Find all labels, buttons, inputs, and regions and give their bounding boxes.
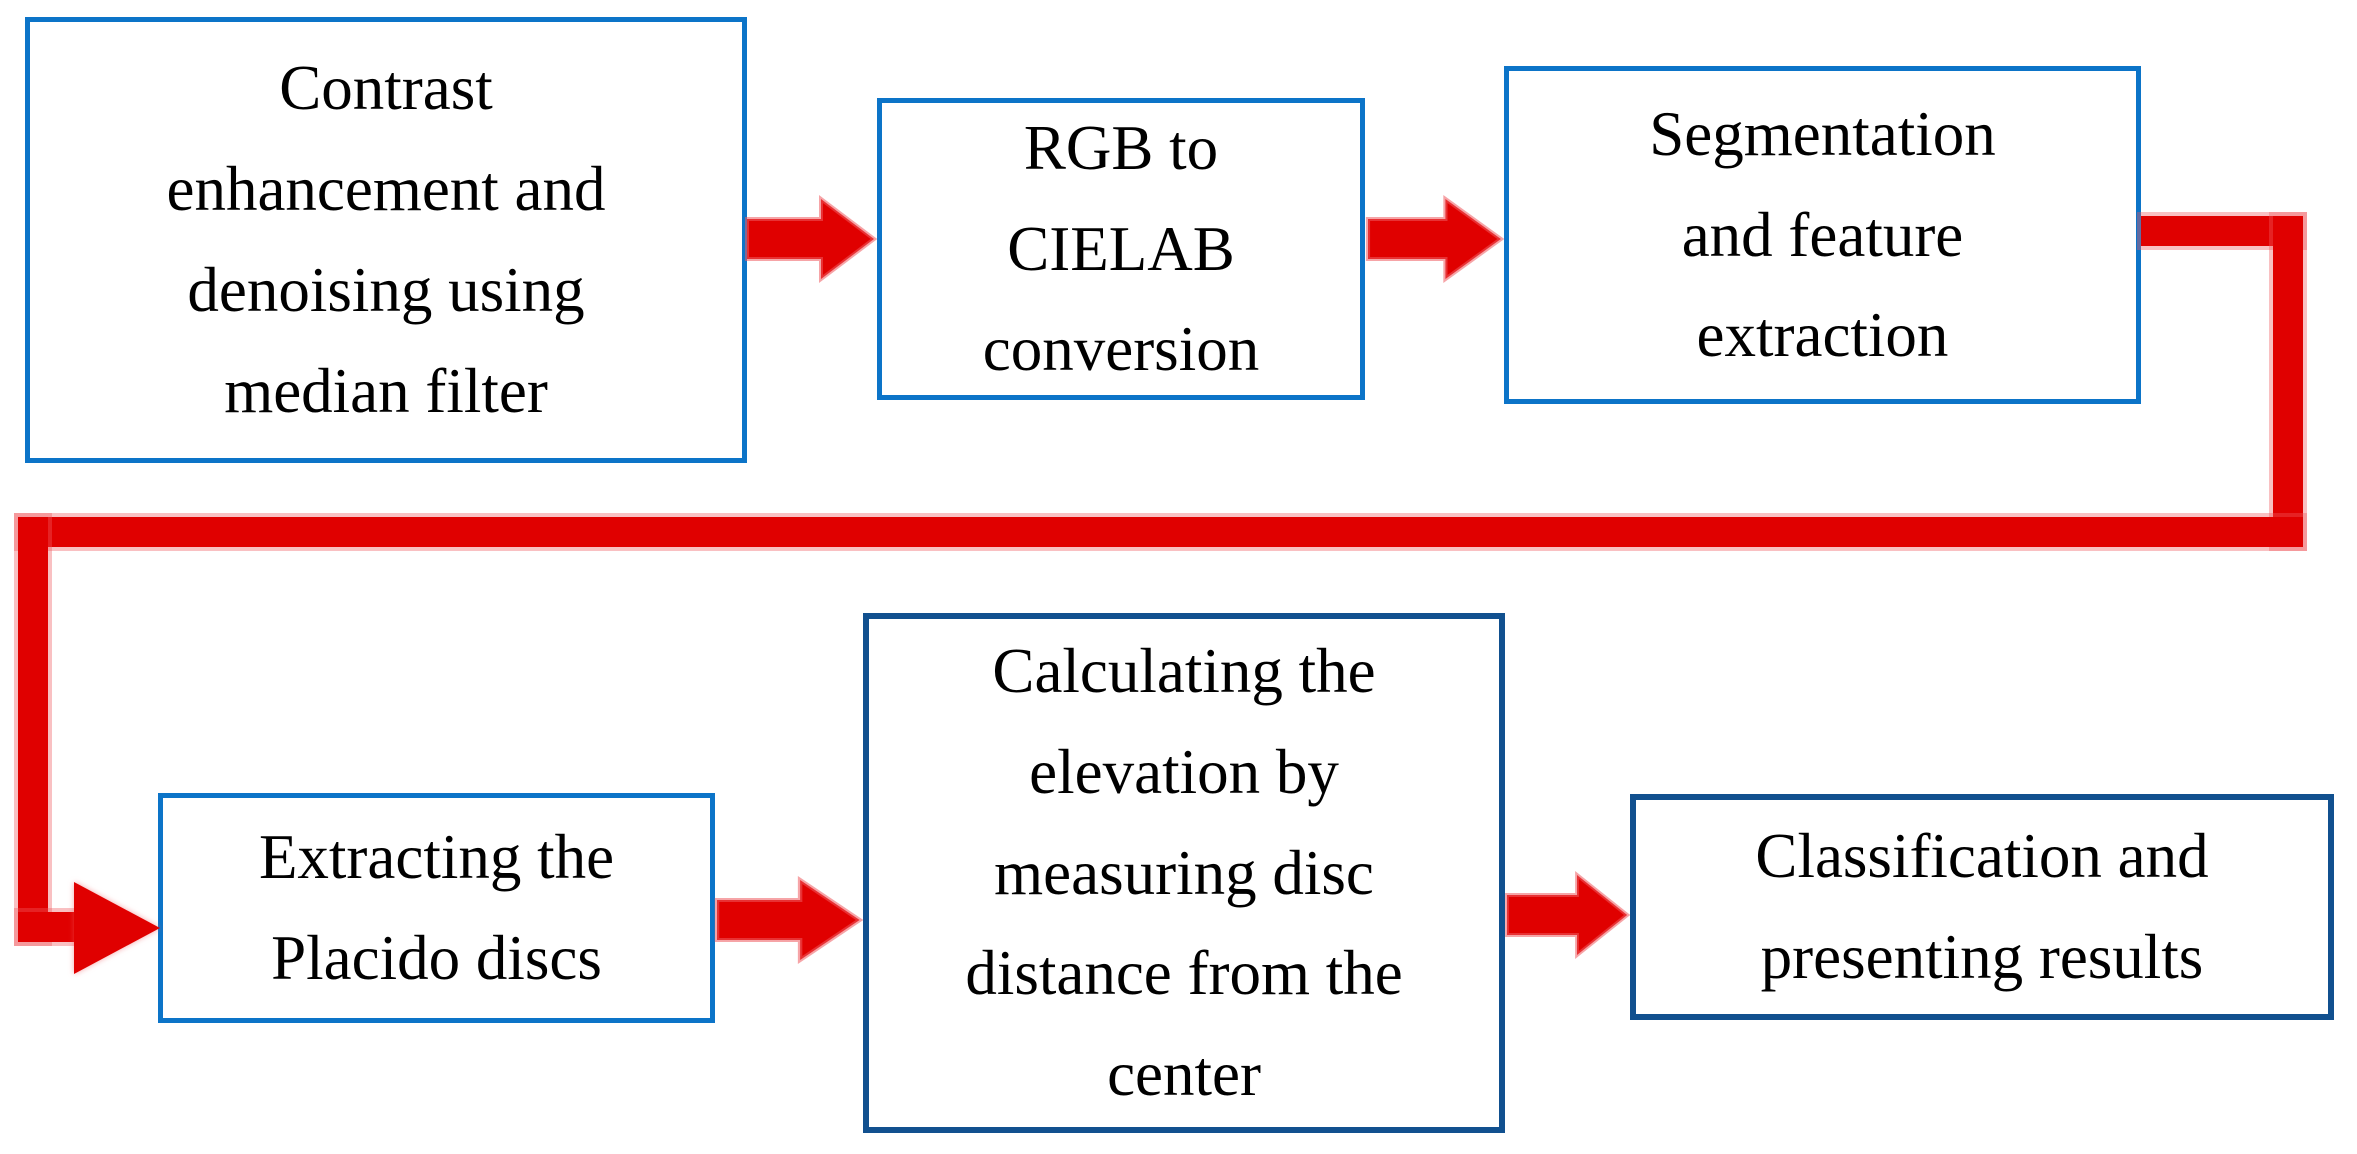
node-rgb-cielab: RGB to CIELAB conversion [877, 98, 1365, 400]
node-classification-label: Classification and presenting results [1755, 821, 2209, 992]
arrow-placido-to-elevation-icon [714, 875, 864, 965]
arrow-rgb-to-segmentation-icon [1365, 194, 1505, 284]
arrow-contrast-to-rgb-icon [745, 194, 878, 284]
feedback-line-left-vertical [18, 517, 48, 942]
node-elevation-calc-label: Calculating the elevation by measuring d… [965, 636, 1403, 1110]
node-elevation-calc: Calculating the elevation by measuring d… [863, 613, 1505, 1133]
feedback-arrowhead-icon [74, 882, 160, 974]
feedback-line-foot [18, 912, 76, 942]
node-contrast-denoise: Contrast enhancement and denoising using… [25, 17, 747, 463]
node-extract-placido: Extracting the Placido discs [158, 793, 715, 1023]
node-segmentation: Segmentation and feature extraction [1504, 66, 2141, 404]
node-classification: Classification and presenting results [1630, 794, 2334, 1020]
feedback-line-right-vertical [2273, 216, 2303, 547]
node-extract-placido-label: Extracting the Placido discs [258, 822, 615, 993]
arrow-elevation-to-classification-icon [1505, 870, 1631, 960]
node-rgb-cielab-label: RGB to CIELAB conversion [982, 112, 1260, 385]
node-contrast-denoise-label: Contrast enhancement and denoising using… [166, 53, 606, 426]
feedback-line-long-horizontal [18, 517, 2303, 547]
node-segmentation-label: Segmentation and feature extraction [1649, 98, 1996, 371]
